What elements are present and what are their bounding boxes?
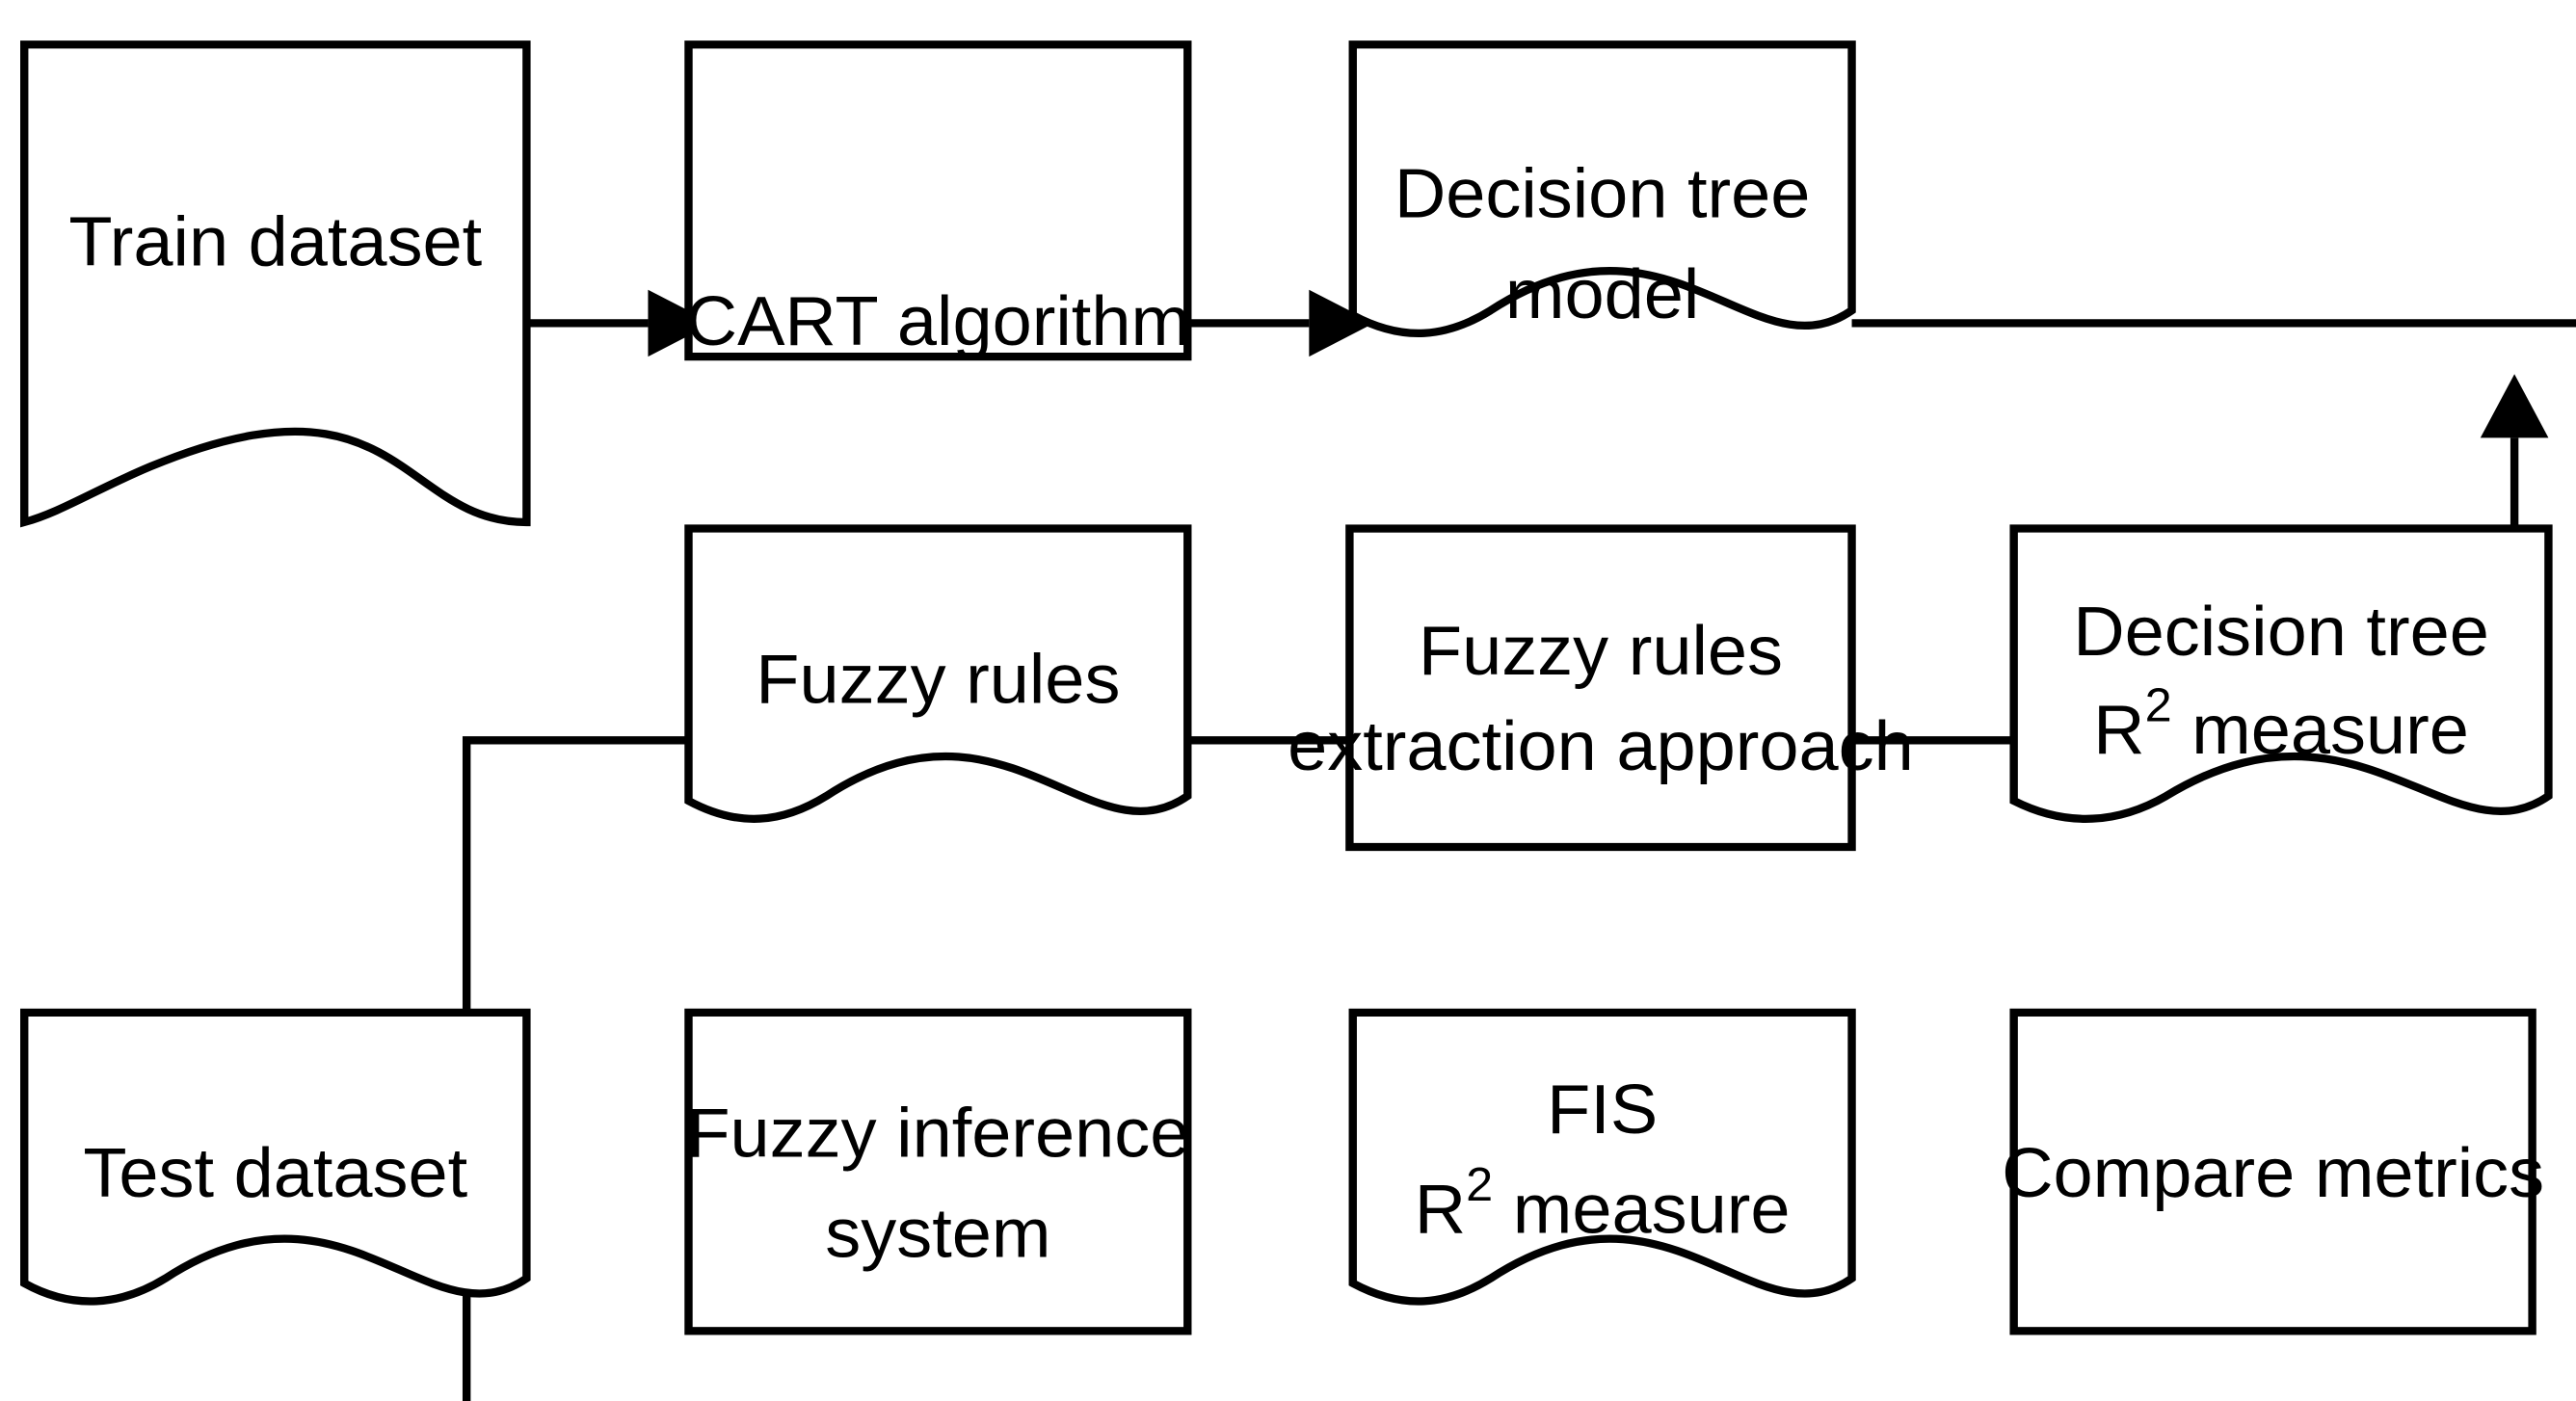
node-label-line1: Decision tree [1394,154,1811,232]
r2-suffix: measure [1493,1170,1790,1248]
node-label-line1: Decision tree [2073,593,2489,671]
rectangle-shape [684,40,1192,361]
node-label-line1: FIS [1547,1070,1658,1148]
node-fuzzy-rules[interactable]: Fuzzy rules [684,524,1192,823]
node-label: Train dataset [68,202,482,280]
node-decision-tree-model[interactable]: Decision tree model [1348,40,1856,338]
r2-base: R [2093,691,2144,769]
node-fuzzy-rules-extraction-approach[interactable]: Fuzzy rules extraction approach [1288,524,1914,852]
node-label: Test dataset [83,1133,467,1211]
node-label-line2: R2 measure [1415,1157,1791,1248]
node-decision-tree-r2-measure[interactable]: Decision tree R2 measure [2009,524,2553,823]
r2-superscript: 2 [1466,1157,1493,1211]
node-cart-algorithm[interactable]: CART algorithm [684,40,1192,361]
node-fuzzy-inference-system[interactable]: Fuzzy inference system [684,1008,1192,1335]
node-label-line2: extraction approach [1288,707,1914,785]
document-shape [20,1008,531,1306]
arrow-head-icon [2480,374,2549,438]
node-label: Compare metrics [2002,1133,2544,1211]
arrow-head-icon [648,289,713,357]
edge-cart-to-model [1187,289,1374,357]
document-shape [684,524,1192,823]
rectangle-shape [684,1008,1192,1335]
node-label-line2: R2 measure [2093,678,2469,769]
r2-suffix: measure [2172,691,2469,769]
node-test-dataset[interactable]: Test dataset [20,1008,531,1306]
node-label-line2: model [1505,254,1699,332]
r2-base: R [1415,1170,1466,1248]
node-label-line1: Fuzzy inference [686,1094,1189,1172]
node-label-line1: Fuzzy rules [1419,612,1783,690]
node-label-line2: system [825,1194,1050,1272]
arrow-head-icon [1309,289,1374,357]
edge-line [1851,319,2576,328]
node-label: CART algorithm [686,281,1190,359]
document-shape [2009,524,2553,823]
document-shape [1348,40,1856,338]
document-shape [1348,1008,1856,1306]
rectangle-shape [2009,1008,2536,1335]
node-label: Fuzzy rules [756,640,1120,718]
edge-train-to-cart [526,289,713,357]
node-fis-r2-measure[interactable]: FIS R2 measure [1348,1008,1856,1306]
rectangle-shape [1345,524,1856,852]
r2-superscript: 2 [2145,678,2172,732]
document-shape [20,40,531,528]
node-compare-metrics[interactable]: Compare metrics [2002,1008,2544,1335]
node-train-dataset[interactable]: Train dataset [20,40,531,528]
edge-model-to-dt-r2 [1851,319,2576,328]
